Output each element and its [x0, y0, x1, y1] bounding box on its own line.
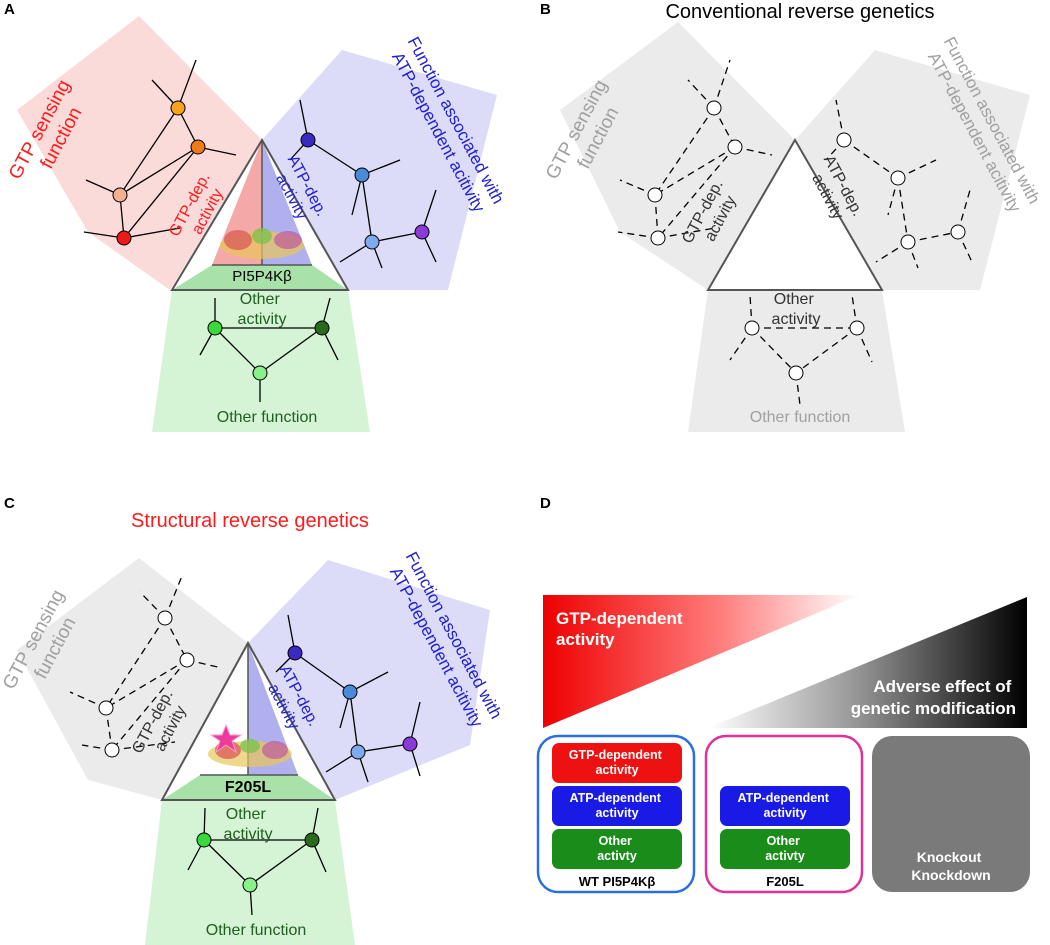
- gtp-node-a: [170, 100, 186, 116]
- gtp-node-a: [190, 139, 206, 155]
- atp-node-a: [354, 167, 370, 183]
- atp-node-b: [950, 224, 966, 240]
- other-network-c: [187, 807, 327, 916]
- f205l-atp-item: [720, 786, 850, 826]
- gtp-gradient-label: GTP-dependent activity: [556, 609, 687, 649]
- other-function-label-b: Other function: [750, 409, 851, 426]
- protein-label-c: F205L: [225, 779, 271, 796]
- f205l-other-item: [720, 829, 850, 869]
- atp-node-b: [900, 234, 916, 250]
- gtp-activity-gradient: [543, 595, 860, 728]
- gtp-sector-b: [560, 22, 795, 290]
- f205l-atp-item-label: ATP-dependent activity: [738, 791, 833, 820]
- atp-node-a: [300, 132, 316, 148]
- other-node-b: [849, 320, 865, 336]
- atp-node-a: [364, 234, 380, 250]
- gtp-node-b: [706, 100, 722, 116]
- triangle-base-a: [172, 265, 348, 290]
- adverse-effect-gradient: [708, 597, 1027, 728]
- mutation-star-icon: [209, 723, 243, 754]
- other-node-c: [196, 832, 212, 848]
- wt-other-item: [552, 829, 682, 869]
- wt-gtp-item: [552, 743, 682, 783]
- gtp-node-b: [647, 187, 663, 203]
- f205l-other-item-label: Other activty: [765, 834, 805, 863]
- panel-letter-b: B: [540, 1, 551, 18]
- protein-structure-a: [220, 228, 304, 259]
- triangle-base-c: [162, 775, 335, 800]
- other-sector-c: [145, 800, 355, 945]
- wt-box-label: WT PI5P4Kβ: [579, 874, 656, 889]
- other-node-a: [207, 320, 223, 336]
- atp-node-c: [350, 744, 366, 760]
- atp-sector-c: [248, 560, 490, 800]
- gtp-sector-c: [17, 558, 248, 800]
- gtp-sector-a: [17, 16, 262, 290]
- panel-c: C Structural reverse genetics F205L: [0, 495, 506, 945]
- panel-letter-d: D: [540, 495, 551, 512]
- wt-gtp-item-label: GTP-dependent activity: [569, 748, 666, 777]
- protein-triangle-c: [160, 640, 337, 801]
- atp-node-b: [836, 132, 852, 148]
- gtp-node-c: [104, 742, 120, 758]
- other-activity-label-b: Other activity: [772, 291, 821, 328]
- atp-node-c: [342, 684, 358, 700]
- gtp-node-a: [116, 230, 132, 246]
- other-node-c: [242, 877, 258, 893]
- gtp-node-b: [727, 139, 743, 155]
- gtp-node-b: [650, 230, 666, 246]
- wt-atp-item-label: ATP-dependent activity: [570, 791, 665, 820]
- knockout-box: [872, 736, 1030, 892]
- other-node-b: [788, 365, 804, 381]
- panel-letter-c: C: [4, 495, 15, 512]
- wt-atp-item: [552, 786, 682, 826]
- protein-triangle-b: [706, 138, 884, 291]
- atp-node-c: [402, 736, 418, 752]
- gtp-node-c: [157, 610, 173, 626]
- wt-other-item-label: Other activty: [597, 834, 637, 863]
- other-function-label-a: Other function: [217, 409, 318, 426]
- adverse-effect-label: Adverse effect of genetic modification: [851, 677, 1016, 718]
- knockout-box-label: Knockout Knockdown: [911, 849, 990, 883]
- other-activity-label-c: Other activity: [224, 806, 273, 843]
- other-node-a: [314, 320, 330, 336]
- atp-sector-b: [795, 50, 1030, 290]
- gtp-node-c: [179, 652, 195, 668]
- protein-label-a: PI5P4Kβ: [232, 268, 292, 285]
- panel-b: B Conventional reverse genetics: [540, 1, 1044, 432]
- protein-structure-c: [208, 739, 292, 767]
- other-node-a: [252, 365, 268, 381]
- other-node-b: [744, 320, 760, 336]
- atp-node-c: [287, 645, 303, 661]
- atp-sector-a: [262, 50, 497, 290]
- other-function-label-c: Other function: [206, 922, 307, 939]
- panel-c-title: Structural reverse genetics: [131, 510, 369, 532]
- protein-triangle-a: [170, 138, 350, 291]
- atp-node-b: [890, 170, 906, 186]
- other-activity-label-a: Other activity: [238, 291, 287, 328]
- atp-node-a: [414, 224, 430, 240]
- gtp-node-c: [98, 700, 114, 716]
- f205l-box-label: F205L: [766, 874, 804, 889]
- panel-letter-a: A: [4, 1, 15, 18]
- panel-a: A PI5P4Kβ: [4, 1, 508, 432]
- panel-d: D GTP-dependent activity Adverse effect …: [536, 495, 1030, 894]
- panel-b-title: Conventional reverse genetics: [665, 1, 934, 23]
- gtp-node-a: [112, 187, 128, 203]
- other-node-c: [304, 832, 320, 848]
